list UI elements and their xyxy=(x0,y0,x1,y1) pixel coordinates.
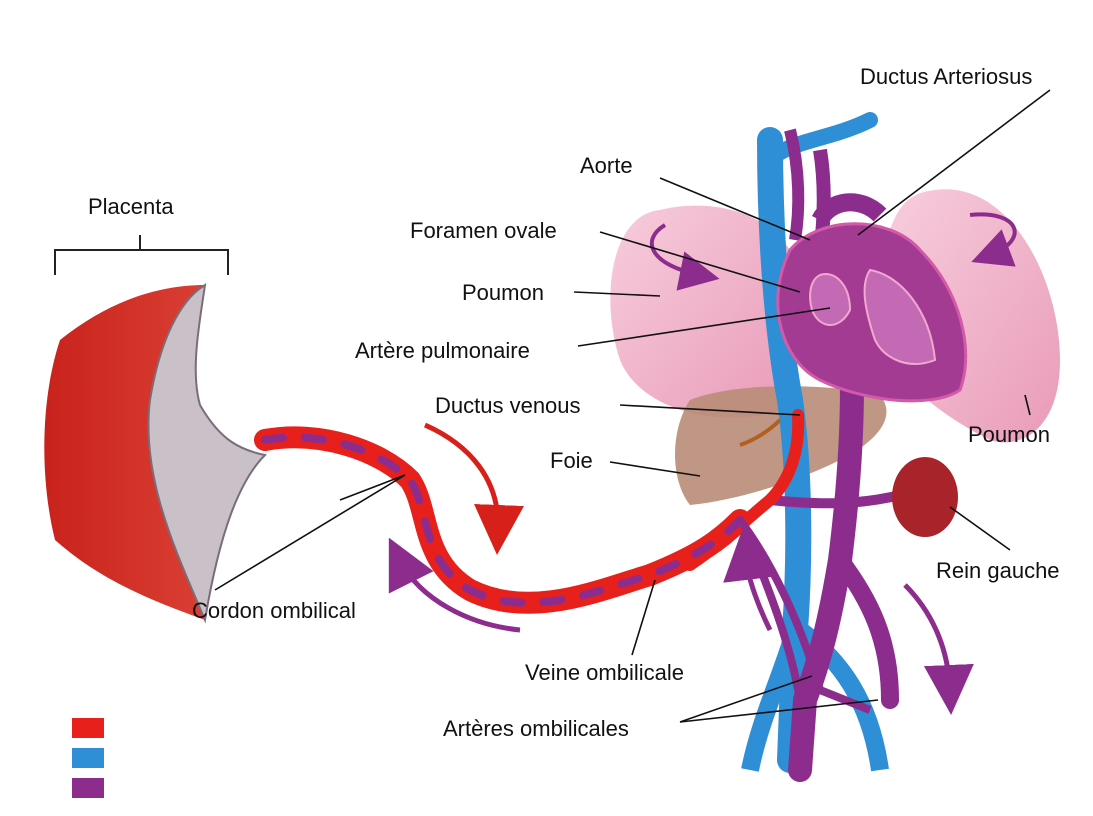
legend-swatch-blue xyxy=(72,748,104,768)
legend-swatch-purple xyxy=(72,778,104,798)
label-arteres-ombilicales: Artères ombilicales xyxy=(443,718,629,740)
left-kidney xyxy=(892,457,958,537)
label-aorte: Aorte xyxy=(580,155,633,177)
label-veine-ombilicale: Veine ombilicale xyxy=(525,662,684,684)
label-rein-gauche: Rein gauche xyxy=(936,560,1060,582)
label-foie: Foie xyxy=(550,450,593,472)
label-poumon-right: Poumon xyxy=(968,424,1050,446)
label-placenta: Placenta xyxy=(88,196,174,218)
label-ductus-venous: Ductus venous xyxy=(435,395,581,417)
umbilical-cord xyxy=(265,437,740,602)
placenta-bracket xyxy=(55,235,228,275)
label-ductus-arteriosus: Ductus Arteriosus xyxy=(860,66,1032,88)
label-artere-pulmonaire: Artère pulmonaire xyxy=(355,340,530,362)
label-cordon-ombilical: Cordon ombilical xyxy=(192,600,356,622)
legend-swatch-red xyxy=(72,718,104,738)
label-foramen-ovale: Foramen ovale xyxy=(410,220,557,242)
label-poumon-left: Poumon xyxy=(462,282,544,304)
leader-lines xyxy=(215,90,1050,722)
